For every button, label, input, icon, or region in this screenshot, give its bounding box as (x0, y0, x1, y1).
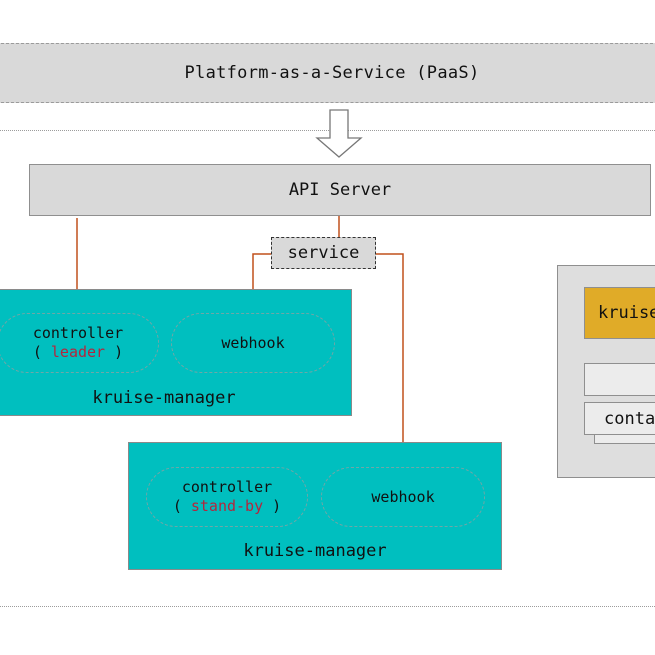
standby-webhook-pill: webhook (321, 467, 485, 527)
paas-to-api-arrow (315, 109, 363, 158)
standby-controller-label: controller (181, 478, 273, 496)
api-server-label: API Server (288, 180, 392, 200)
separator-bottom (0, 606, 655, 607)
paas-label: Platform-as-a-Service (PaaS) (184, 63, 480, 83)
container-box: container (584, 402, 655, 435)
standby-role-close: ) (272, 497, 282, 515)
api-server-box: API Server (29, 164, 651, 216)
standby-webhook-label: webhook (371, 487, 435, 506)
leader-role-line: ( leader ) (33, 343, 123, 362)
standby-role: stand-by (190, 497, 264, 515)
container-label: container (604, 408, 655, 429)
leader-webhook-label: webhook (221, 333, 285, 352)
kruise-component-box: kruise (584, 287, 655, 339)
leader-controller-label: controller (32, 324, 124, 342)
leader-manager-label: kruise-manager (92, 388, 236, 408)
kruise-component-label: kruise (598, 303, 655, 323)
service-to-standby-webhook-arrow (376, 253, 411, 470)
separator-top (0, 130, 655, 131)
service-box: service (271, 237, 376, 269)
standby-controller-pill: controller ( stand-by ) (146, 467, 308, 527)
leader-webhook-pill: webhook (171, 313, 335, 373)
kruise-manager-standby (128, 442, 502, 570)
standby-role-line: ( stand-by ) (173, 497, 281, 516)
paas-layer: Platform-as-a-Service (PaaS) (0, 43, 655, 103)
service-label: service (287, 243, 360, 263)
leader-role: leader (50, 343, 106, 361)
standby-role-open: ( (172, 497, 182, 515)
leader-controller-pill: controller ( leader ) (0, 313, 159, 373)
leader-role-close: ) (114, 343, 124, 361)
node-slot-box (584, 363, 655, 396)
standby-manager-label: kruise-manager (243, 541, 387, 561)
leader-role-open: ( (32, 343, 42, 361)
